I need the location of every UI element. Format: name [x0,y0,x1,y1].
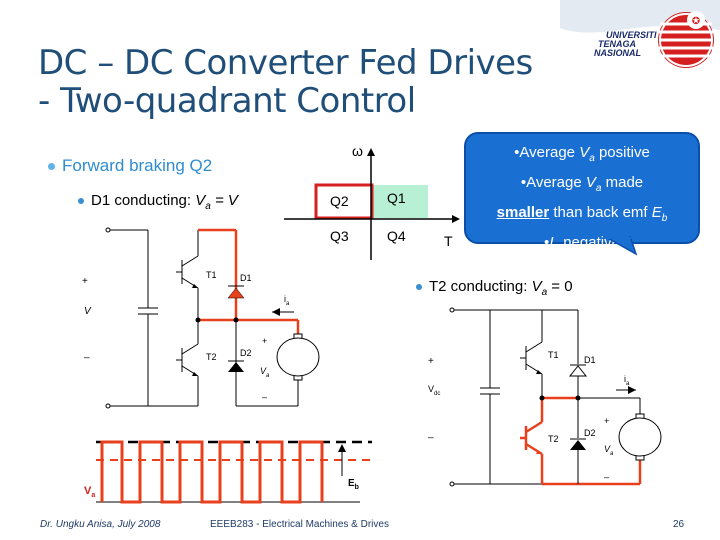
callout-l3-text: than back emf [549,204,652,221]
left-ia-label: ia [284,294,290,307]
left-va-plus: + [262,336,267,346]
left-motor-icon [276,333,320,406]
right-d2-diode-icon [570,440,586,450]
callout-l4-var: I [549,234,554,251]
ia-arrow-icon [272,308,280,316]
right-d2-label: D2 [584,428,596,438]
logo-text-3: NASIONAL [594,48,641,58]
callout-l2-sub: a [595,183,602,194]
left-t2-label: T2 [206,352,217,362]
footer-author: Dr. Ungku Anisa, July 2008 [40,519,161,530]
bullet-d1-conducting: D1 conducting: Va = V [78,192,238,212]
left-t1-label: T1 [206,270,217,280]
bullet-t2-prefix: T2 conducting: [429,278,532,295]
torque-label: T [444,233,453,249]
bullet-dot-icon [416,284,422,291]
callout-l1-sub: a [589,153,595,164]
left-va-label: Va [260,366,270,379]
bullet-d1-sub: a [205,201,211,212]
callout-l4-prefix: • [544,234,550,251]
callout-l3-underlined: smaller [496,204,550,221]
right-ia-arrow-icon [628,386,636,394]
callout-line-2: •Average Va made [466,171,698,201]
right-minus-label: _ [427,428,434,439]
right-ia-label: ia [624,374,630,387]
bullet-t2-sub: a [541,287,548,298]
left-v-label: V [84,306,92,317]
title-line-1: DC – DC Converter Fed Drives [38,43,533,83]
right-motor-icon [618,413,662,461]
q1-box [372,185,428,218]
university-logo: ✪ UNIVERSITI TENAGA NASIONAL [560,0,720,68]
q3-label: Q3 [330,228,349,244]
svg-text:✪: ✪ [692,16,700,27]
right-va-plus: + [604,416,609,426]
logo-text-1: UNIVERSITI [606,30,657,40]
d2-diode-icon [228,362,244,372]
left-d1-label: D1 [240,273,252,283]
right-active-path [520,396,642,486]
callout-line-3: smaller than back emf Eb [466,201,698,231]
va-waveform [100,440,324,504]
q2-box [314,183,374,220]
va-label: Va [84,485,95,499]
bullet-d1-prefix: D1 conducting: [91,192,196,209]
callout-l4-sub: a [553,243,560,254]
left-minus-label: _ [83,348,90,359]
bullet-t2-eq: = 0 [547,278,573,295]
q4-label: Q4 [387,228,406,244]
callout-l1-suffix: positive [594,144,650,161]
right-va-minus: – [604,472,609,482]
callout-l3-var: E [651,204,662,221]
title-line-2: - Two-quadrant Control [38,81,416,121]
d1-diode-icon [227,287,245,299]
callout-l2-suffix: made [601,174,644,191]
bullet-text: Forward braking Q2 [62,156,213,175]
eb-label: Eb [348,478,359,491]
left-d2-label: D2 [240,348,252,358]
torque-arrow-icon [452,215,460,223]
callout-l1-prefix: •Average [514,144,580,161]
callout-l1-var: V [579,144,590,161]
bullet-d1-var: V [195,192,206,209]
logo-text-2: TENAGA [598,39,636,49]
right-circuit: ia + Vdc _ T1 D1 T2 D2 + Va – [427,307,662,487]
right-t2-label: T2 [548,434,559,444]
left-active-path [198,228,300,338]
right-va-label: Va [604,444,614,457]
callout-l2-prefix: •Average [520,174,586,191]
right-t1-label: T1 [548,350,559,360]
quadrant-diagram: ω T Q2 Q1 Q3 Q4 [284,143,460,260]
bullet-t2-conducting: T2 conducting: Va = 0 [416,278,573,298]
footer-page-number: 26 [673,519,685,530]
callout-box: •Average Va positive •Average Va made sm… [464,132,700,254]
omega-arrow-icon [367,148,375,156]
right-d1-label: D1 [584,355,596,365]
bullet-dot-icon [78,198,84,205]
callout-line-1: •Average Va positive [466,141,698,171]
right-vdc-label: Vdc [428,384,440,397]
eb-arrow-icon [338,444,346,452]
left-plus-label: + [82,276,88,287]
callout-l3-sub: b [661,213,668,224]
footer-course: EEEB283 - Electrical Machines & Drives [210,519,389,530]
q2-label: Q2 [330,193,349,209]
left-va-minus: – [262,392,267,402]
bullet-d1-eq: = V [210,192,238,209]
right-plus-label: + [428,356,434,367]
bullet-forward-braking: Forward braking Q2 [48,156,212,176]
slide-title: DC – DC Converter Fed Drives - Two-quadr… [38,44,598,120]
left-circuit: ia + V _ T1 D1 T2 D2 + Va – [82,227,320,409]
bullet-t2-var: V [531,278,542,295]
q1-label: Q1 [387,190,406,206]
callout-l2-var: V [585,174,596,191]
omega-label: ω [352,143,363,159]
bullet-dot-icon [48,163,55,171]
callout-line-4: •Ia negative [466,231,698,261]
right-d1-diode-icon [568,365,588,377]
waveform-diagram: Eb Va [84,440,372,504]
callout-pointer-icon [602,236,638,256]
